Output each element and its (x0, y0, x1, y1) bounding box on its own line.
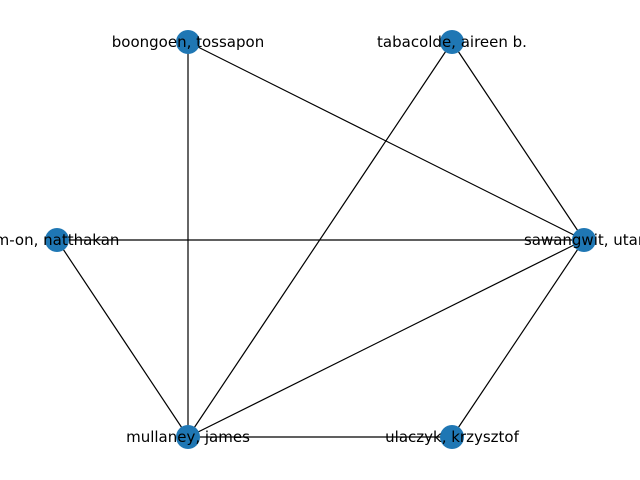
node-label-sawangwit: sawangwit, utar (524, 231, 640, 249)
graph-edges (56, 41, 585, 438)
graph-nodes (45, 30, 596, 449)
node-label-natthakan: m-on, natthakan (0, 231, 119, 249)
node-sawangwit (572, 228, 596, 252)
node-tabacolde (440, 30, 464, 54)
graph-labels: boongoen, tossapon tabacolde, aireen b. m-… (0, 33, 640, 446)
node-ulaczyk (440, 425, 464, 449)
node-label-boongoen: boongoen, tossapon (112, 33, 264, 51)
node-label-tabacolde: tabacolde, aireen b. (377, 33, 527, 51)
edge-sawangwit-ulaczyk (451, 239, 585, 438)
node-label-mullaney: mullaney, james (126, 428, 250, 446)
node-mullaney (176, 425, 200, 449)
node-boongoen (176, 30, 200, 54)
edge-sawangwit-mullaney (187, 239, 585, 438)
edge-tabacolde-sawangwit (451, 41, 585, 241)
edge-natthakan-mullaney (56, 239, 189, 438)
node-natthakan (45, 228, 69, 252)
node-label-ulaczyk: ulaczyk, krzysztof (385, 428, 519, 446)
